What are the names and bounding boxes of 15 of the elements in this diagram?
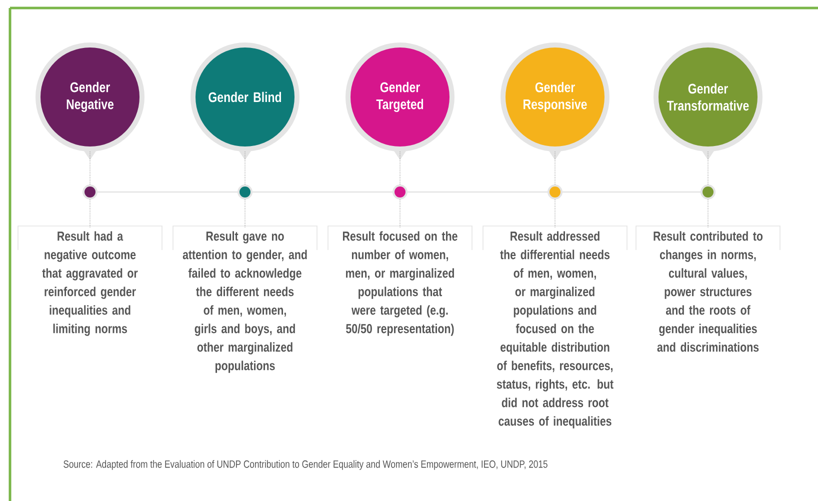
source-note: Source: Adapted from the Evaluation of UNDP Contribution to Gender Equality and Women’s Empowerment, IEO, UNDP, 2015	[64, 460, 548, 470]
description-box: Result contributed to changes in norms, cultural values, power structures and the roots of gender inequalities and discriminations	[636, 226, 780, 352]
description-box: Result had a negative outcome that aggravated or reinforced gender inequalities and limiting norms	[18, 226, 162, 336]
timeline-dot	[700, 184, 716, 200]
description-box: Result addressed the differential needs of men, women, or marginalized populations and focused on the equitable distribution of benefits, resources, status, rights, etc. but did not address root causes of inequalities	[482, 226, 628, 428]
timeline-dot	[548, 184, 562, 200]
connector-line	[554, 199, 556, 228]
connector-line	[244, 151, 246, 185]
timeline-dot	[82, 184, 98, 200]
timeline-dot	[238, 184, 252, 200]
connector-line	[244, 199, 246, 228]
description-box: Result focused on the number of women, men, or marginalized populations that were targeted (e.g. 50/50 representation)	[328, 226, 472, 336]
description-box: Result gave no attention to gender, and failed to acknowledge the different needs of men, women, girls and boys, and other marginalized populations	[172, 226, 318, 373]
connector-line	[554, 151, 556, 185]
timeline-dot	[392, 184, 408, 200]
